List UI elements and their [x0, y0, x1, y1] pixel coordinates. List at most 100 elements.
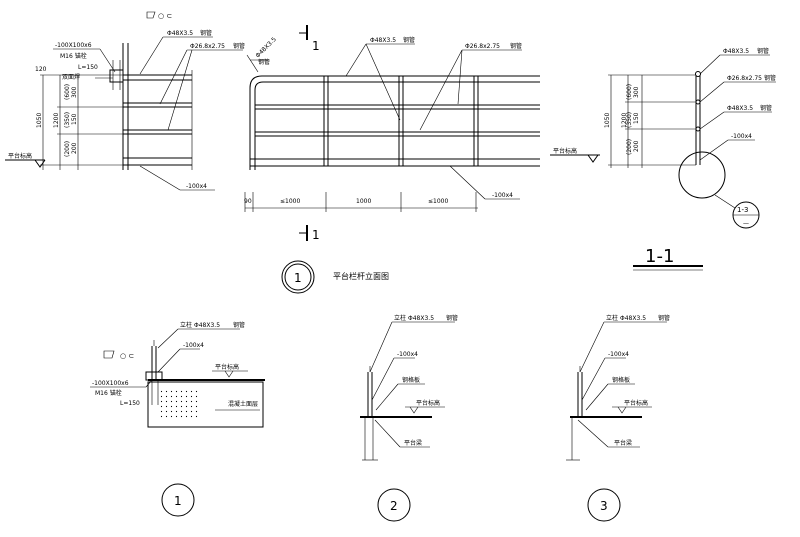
elev-weld-label: 双面焊	[62, 73, 80, 81]
s11-detail-callout: 1-3 —	[678, 151, 760, 229]
elev-post-label: 钢管	[258, 58, 270, 66]
s11-title: 1-1	[633, 246, 703, 271]
elev-span-3: 1000	[356, 198, 371, 205]
detail-1: 立柱 Φ48X3.5 钢管 -100x4 ○ ⊂ -100X100x6 M16 …	[90, 321, 265, 517]
section-cut-bottom: 1	[299, 225, 320, 242]
elev-dim-a: (600)	[64, 84, 71, 100]
d2-grating-label: 钢格板	[402, 376, 420, 384]
elev-handrail: Φ48X3.5	[167, 30, 193, 37]
s11-post-mat: 钢管	[760, 104, 772, 112]
d1-number: 1	[174, 494, 182, 508]
s11-mid-rail: Φ26.8x2.75	[727, 75, 762, 82]
d3-platform-label: 平台标高	[624, 399, 648, 407]
d2-post-prefix: 立柱	[394, 314, 406, 322]
elev-dim-a-small: 300	[71, 86, 78, 98]
s11-title-text: 1-1	[645, 246, 674, 267]
section-mark-bottom: 1	[312, 228, 320, 242]
section-cut-top: 1	[299, 25, 320, 53]
elev-bolt-left: M16 锚栓	[60, 52, 87, 60]
s11-post: Φ48X3.5	[727, 105, 753, 112]
d1-post-prefix: 立柱	[180, 321, 192, 329]
s11-dim-b: (350)	[626, 112, 633, 128]
elev-span-1: 90	[244, 198, 252, 205]
s11-dim-c: (200)	[626, 139, 633, 155]
d1-platform-label: 平台标高	[215, 363, 239, 371]
elev-top-handrail-mat: 钢管	[403, 36, 415, 44]
elev-flat-bar-left: -100x4	[186, 183, 207, 190]
section-1-1-view: 1050 1200 300 150 200 (600) (350) (200) …	[550, 47, 776, 271]
elevation-title-number: 1	[294, 271, 302, 285]
s11-platform-label: 平台标高	[553, 147, 577, 155]
s11-callouts: Φ48X3.5 钢管 Φ26.8x2.75 钢管 Φ48X3.5 钢管 -100…	[699, 47, 776, 161]
d3-post: Φ48X3.5	[620, 315, 646, 322]
d2-beam-label: 平台梁	[404, 439, 422, 447]
s11-dim-a: (600)	[626, 84, 633, 100]
d3-beam-label: 平台梁	[614, 439, 632, 447]
elev-span-4: ≤1000	[428, 198, 448, 205]
d3-grating-label: 钢格板	[612, 376, 630, 384]
elev-dim-total: 1050	[36, 113, 43, 128]
d3-post-prefix: 立柱	[606, 314, 618, 322]
s11-platform-level: 平台标高	[550, 147, 600, 163]
section-mark-top: 1	[312, 39, 320, 53]
s11-flat-bar: -100x4	[731, 133, 752, 140]
elev-top-rail-label: Φ48X3.5	[254, 36, 277, 59]
elev-span-2: ≤1000	[280, 198, 300, 205]
elev-rail-mid: Φ26.8x2.75	[190, 43, 225, 50]
d1-plate: -100X100x6	[92, 380, 129, 387]
platform-level-left: 平台标高	[5, 152, 46, 168]
d2-post: Φ48X3.5	[408, 315, 434, 322]
elev-rail-right-mat: 钢管	[510, 42, 522, 50]
s11-mid-rail-mat: 钢管	[764, 74, 776, 82]
s11-handrail: Φ48X3.5	[723, 48, 749, 55]
elevation-title-text: 平台栏杆立面图	[333, 271, 389, 281]
elev-dim-top: 1200	[53, 113, 60, 128]
d3-number: 3	[600, 499, 608, 513]
detail-2: 立柱 Φ48X3.5 钢管 -100x4 钢格板 平台标高 平台梁 2	[360, 314, 458, 522]
elev-dim-b: (350)	[64, 112, 71, 128]
s11-handrail-mat: 钢管	[757, 47, 769, 55]
d1-post: Φ48X3.5	[194, 322, 220, 329]
flat-bar-callouts: -100x4 -100x4	[139, 165, 520, 200]
elev-dim-c-small: 200	[71, 142, 78, 154]
d2-number: 2	[390, 499, 398, 513]
elev-flat-bar-right: -100x4	[492, 192, 513, 199]
elev-gap-mark: 120	[35, 66, 47, 73]
main-railing: Φ48X3.5	[246, 36, 540, 170]
bottom-dimensions: 90 ≤1000 1000 ≤1000	[244, 192, 478, 212]
d1-flag-mark: ○ ⊂	[120, 352, 134, 360]
s11-dim-c-small: 200	[633, 140, 640, 152]
elev-rail-mid-mat: 钢管	[233, 42, 245, 50]
elev-flag-mark: ○ ⊂	[158, 12, 172, 20]
d2-platform-label: 平台标高	[416, 399, 440, 407]
elev-plate-left: -100X100x6	[55, 42, 92, 49]
elevation-view: 1 1	[5, 11, 540, 294]
elev-dim-c: (200)	[64, 141, 71, 157]
s11-dim-a-small: 300	[633, 86, 640, 98]
main-callouts: Φ48X3.5 钢管 Φ26.8x2.75 钢管	[345, 36, 522, 131]
d1-bolt-len: L=150	[120, 400, 140, 407]
elev-platform-label: 平台标高	[8, 152, 32, 160]
s11-callout-sub: —	[743, 220, 749, 227]
s11-dim-total: 1050	[604, 113, 611, 128]
elevation-title: 1 平台栏杆立面图	[281, 260, 389, 294]
s11-callout-number: 1-3	[737, 206, 748, 214]
elev-rail-right: Φ26.8x2.75	[465, 43, 500, 50]
top-callouts: Φ48X3.5 钢管 Φ26.8x2.75 钢管 钢管	[139, 29, 270, 131]
s11-dim-b-small: 150	[633, 112, 640, 124]
d2-post-mat: 钢管	[446, 314, 458, 322]
left-callouts: -100X100x6 M16 锚栓 L=150 120 双面焊 ○ ⊂	[35, 11, 172, 81]
elev-handrail-mat: 钢管	[200, 29, 212, 37]
d3-post-mat: 钢管	[658, 314, 670, 322]
left-dimension-chain: 1050 1200 (600) (350) (200) 300 150 200	[36, 74, 123, 170]
d1-bolt: M16 锚栓	[95, 389, 122, 397]
d1-concrete-label: 混凝土面层	[228, 400, 258, 408]
d1-flat-bar: -100x4	[183, 342, 204, 349]
d2-flat-bar: -100x4	[397, 351, 418, 358]
s11-dim-top: 1200	[621, 113, 628, 128]
elev-dim-b-small: 150	[71, 113, 78, 125]
detail-3: 立柱 Φ48X3.5 钢管 -100x4 钢格板 平台标高 平台梁 3	[566, 314, 670, 522]
d1-post-mat: 钢管	[233, 321, 245, 329]
elev-bolt-len: L=150	[78, 64, 98, 71]
